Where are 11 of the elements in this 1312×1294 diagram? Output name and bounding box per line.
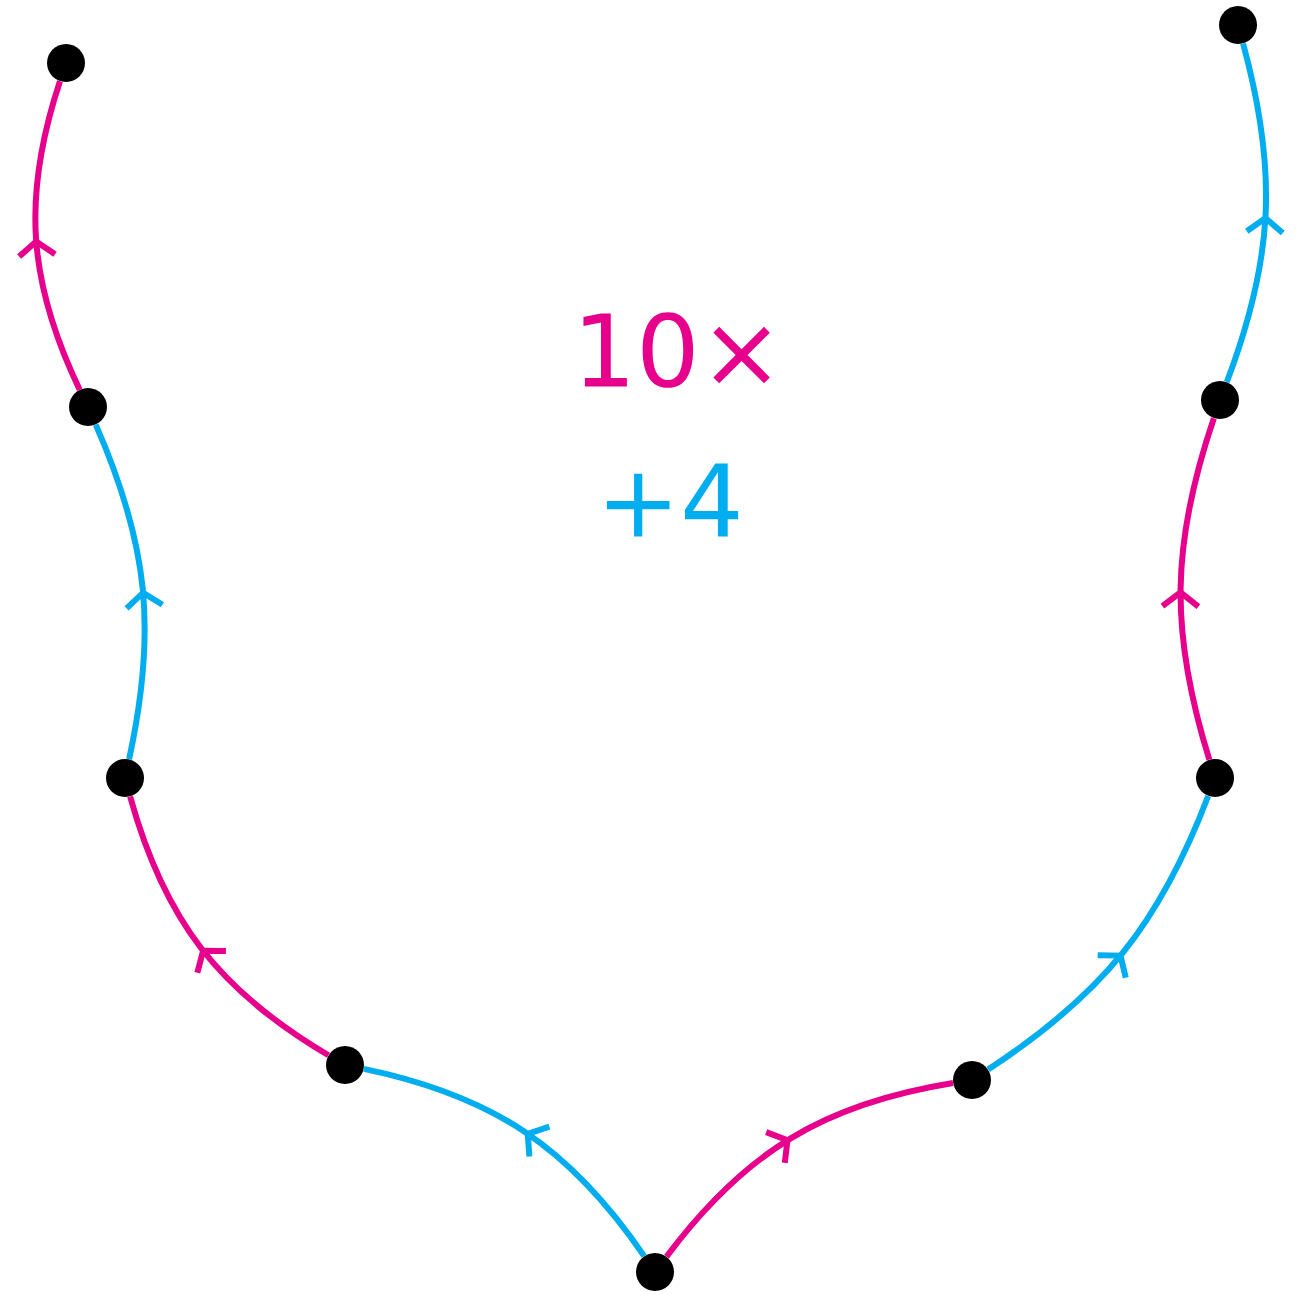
dot [953,1061,991,1099]
dot [1219,6,1257,44]
dot [1201,381,1239,419]
dot [47,44,85,82]
dot [326,1046,364,1084]
label: 10× [583,312,770,388]
dot [69,388,107,426]
dot [106,759,144,797]
label: +4 [606,463,739,537]
dot [636,1253,674,1291]
dot [1196,759,1234,797]
